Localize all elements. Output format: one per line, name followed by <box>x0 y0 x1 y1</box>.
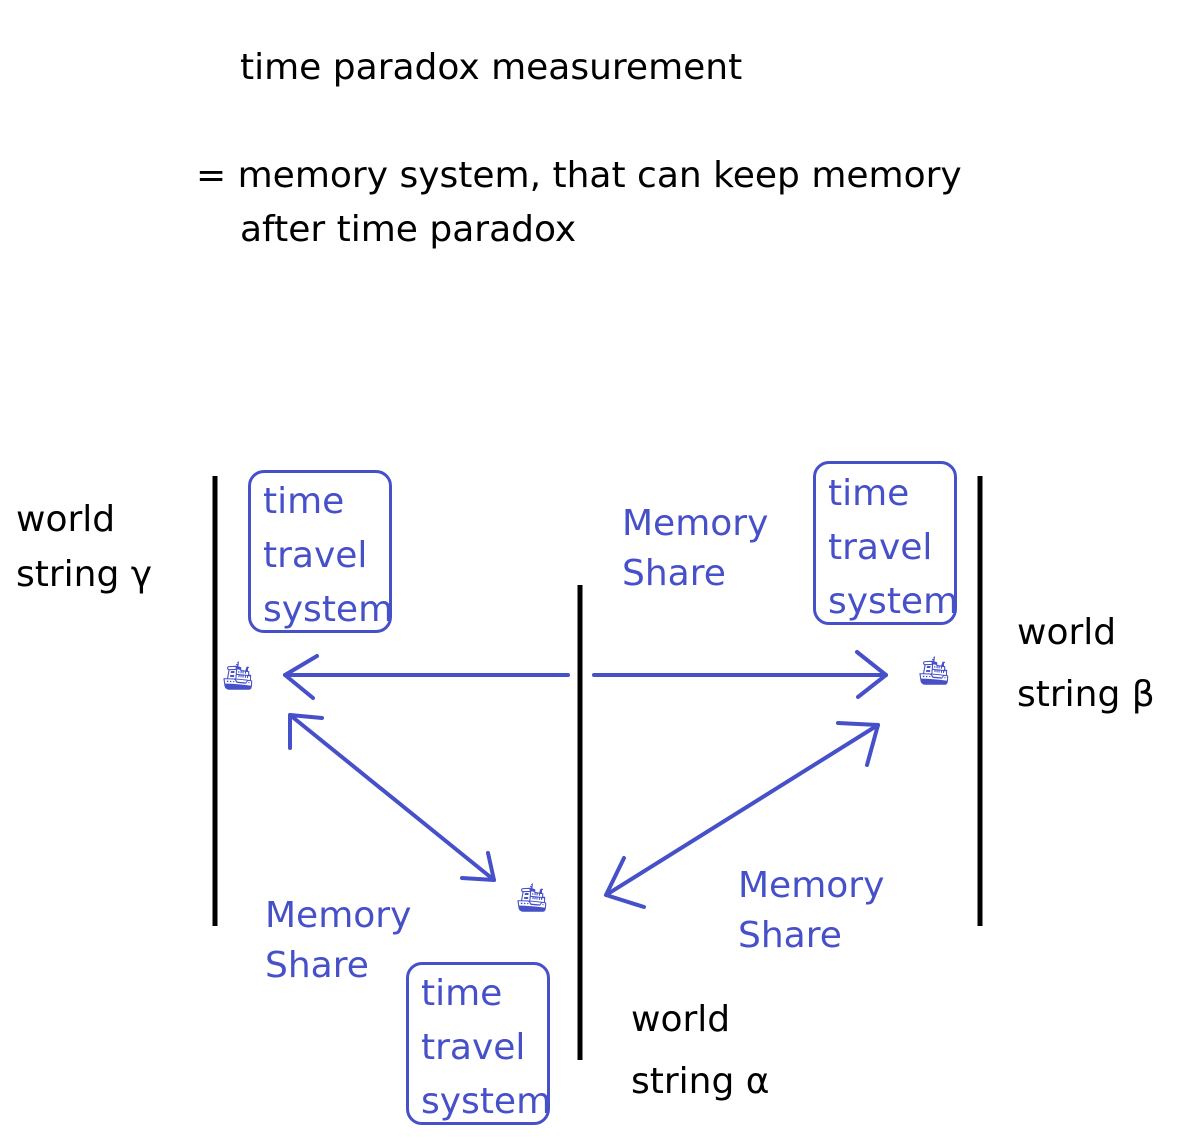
memory-share-bottom-left-line2: Share <box>265 945 369 986</box>
arrow-alpha-beta-double <box>604 721 880 909</box>
title-line-2: = memory system, that can keep memory <box>196 155 962 196</box>
box-line: time <box>263 481 345 522</box>
world-label-alpha-top: world <box>631 999 731 1040</box>
ship-icon: 🛳 <box>514 881 550 914</box>
world-label-gamma-top: world <box>16 499 116 540</box>
world-label-beta-bottom: string β <box>1017 674 1155 715</box>
time-travel-system-box-beta: time travel system <box>813 461 959 625</box>
box-line: travel <box>421 1027 526 1068</box>
ship-icon: 🛳 <box>220 659 256 692</box>
arrow-gamma-alpha-double <box>288 713 496 882</box>
arrow-alpha-to-beta <box>592 650 888 699</box>
title-line-1: time paradox measurement <box>240 47 743 88</box>
box-line: system <box>828 581 959 622</box>
world-label-beta-top: world <box>1017 612 1117 653</box>
time-travel-system-box-alpha: time travel system <box>406 962 552 1125</box>
memory-share-top-line2: Share <box>622 553 726 594</box>
memory-share-top-line1: Memory <box>622 503 769 544</box>
time-travel-system-box-gamma: time travel system <box>248 470 394 633</box>
box-line: system <box>421 1081 552 1122</box>
box-line: time <box>828 473 910 514</box>
memory-share-bottom-right-line2: Share <box>738 915 842 956</box>
world-label-alpha-bottom: string α <box>631 1061 770 1102</box>
box-line: travel <box>828 527 933 568</box>
title-line-3: after time paradox <box>240 209 577 250</box>
box-line: time <box>421 973 503 1014</box>
arrow-alpha-to-gamma <box>283 654 570 700</box>
ship-icon: 🛳 <box>916 654 952 687</box>
world-label-gamma-bottom: string γ <box>16 554 153 595</box>
box-line: system <box>263 589 394 630</box>
box-line: travel <box>263 535 368 576</box>
memory-share-bottom-right-line1: Memory <box>738 865 885 906</box>
memory-share-bottom-left-line1: Memory <box>265 895 412 936</box>
